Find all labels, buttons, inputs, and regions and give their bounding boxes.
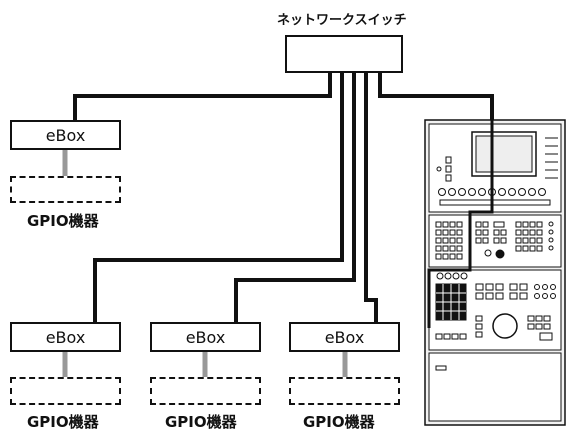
console-button-grid-d <box>475 283 556 300</box>
cable-ebox-1 <box>73 72 332 122</box>
console-button-grid-e <box>475 315 553 341</box>
console-knob-row <box>436 272 468 280</box>
console-button-grid-b <box>475 221 507 259</box>
gpio-device-4 <box>289 377 400 405</box>
cable-ebox-3 <box>234 72 356 322</box>
console-button-grid-a <box>435 221 463 260</box>
gpio-label-4: GPIO機器 <box>303 413 375 431</box>
cable-ebox-2 <box>93 72 344 322</box>
console-side-buttons-right <box>545 137 558 179</box>
console-button-grid-c <box>515 221 554 252</box>
gpio-label-3: GPIO機器 <box>165 413 237 431</box>
switch-label: ネットワークスイッチ <box>277 13 407 28</box>
console-encoder-row <box>438 188 551 206</box>
gpio-label-1: GPIO機器 <box>27 212 99 230</box>
ebox-1: eBox <box>10 120 121 150</box>
cable-console <box>378 72 494 120</box>
cable-console-internal <box>427 120 494 328</box>
ebox-3: eBox <box>150 322 261 352</box>
gpio-device-3 <box>150 377 261 405</box>
gpio-device-1 <box>10 176 121 203</box>
cable-ebox-4 <box>364 72 378 322</box>
console-jog-wheel <box>492 313 518 339</box>
ebox-4: eBox <box>289 322 400 352</box>
ebox-2: eBox <box>10 322 121 352</box>
network-switch <box>285 35 403 73</box>
mixing-console <box>424 119 566 426</box>
gpio-label-2: GPIO機器 <box>27 413 99 431</box>
console-bottom-row <box>435 333 467 340</box>
gpio-device-2 <box>10 377 121 405</box>
console-side-buttons-left <box>436 156 452 182</box>
